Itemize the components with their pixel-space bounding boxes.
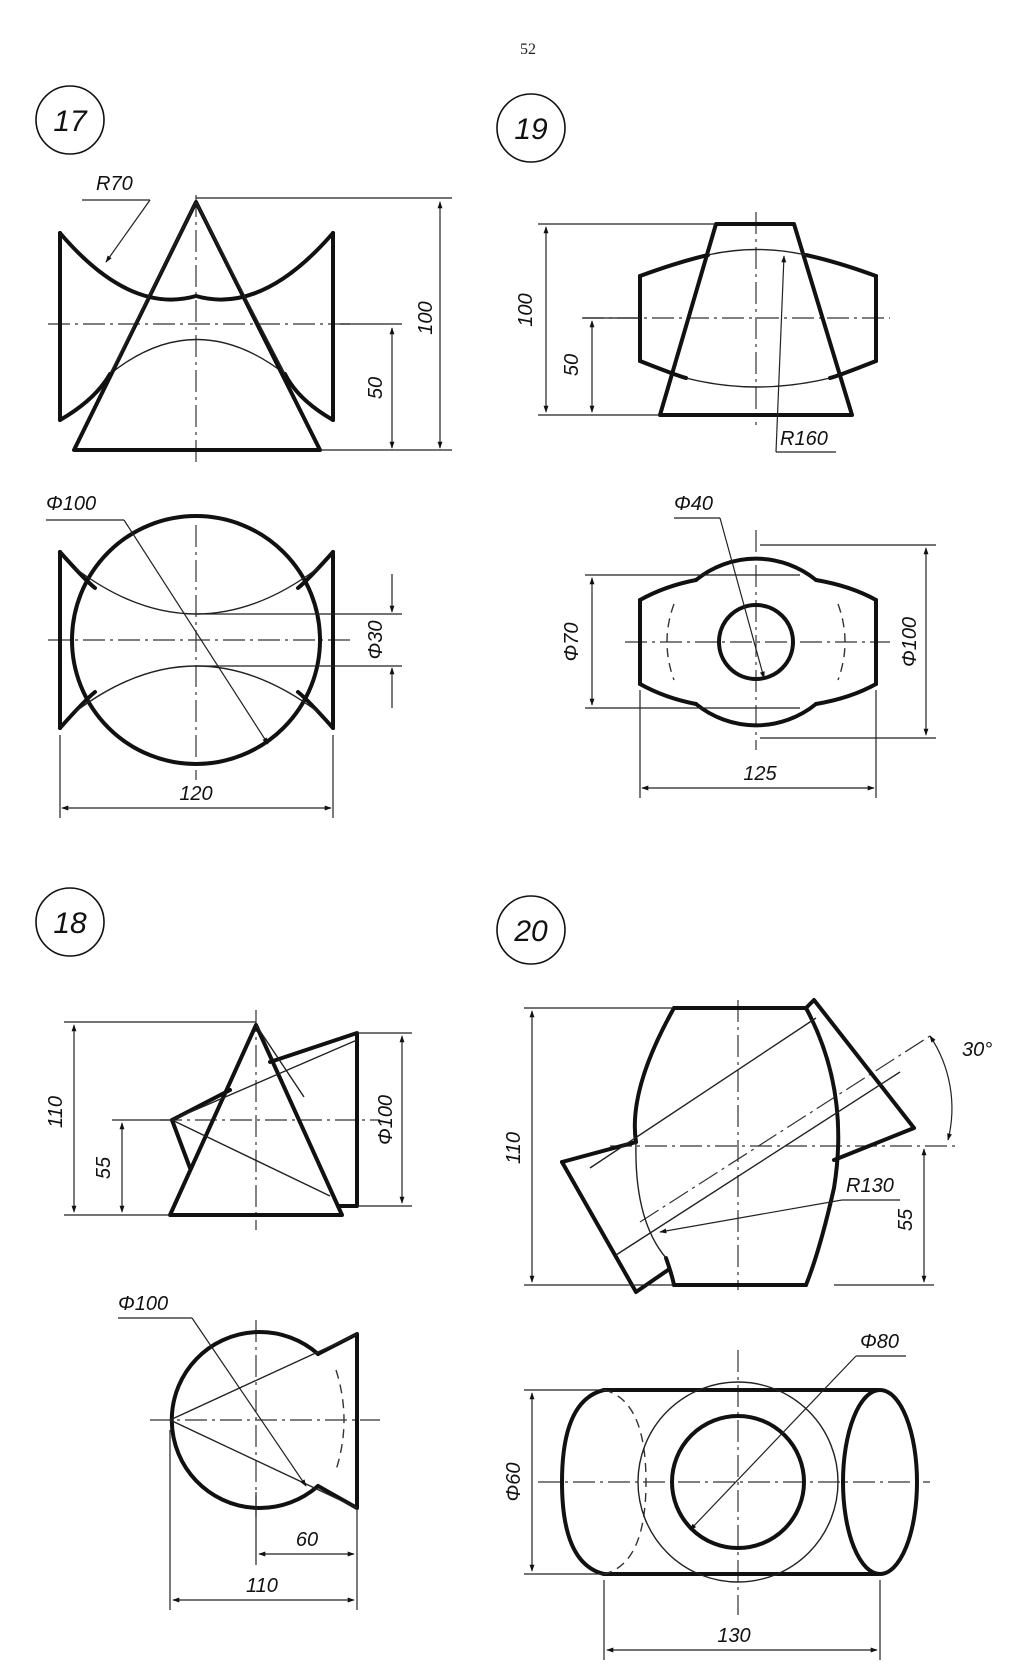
dim-20-r130: R130: [846, 1175, 894, 1197]
dim-18-55: 55: [93, 1156, 115, 1179]
dim-18-phi100-cone: Φ100: [375, 1095, 397, 1145]
dim-18-phi100-sphere: Φ100: [118, 1293, 168, 1315]
problem-19-top-dimensions: Φ40 Φ70 Φ100 125: [561, 493, 936, 798]
dim-19-125: 125: [743, 763, 777, 785]
problem-18-top-view: [150, 1320, 380, 1520]
dim-20-phi80: Φ80: [860, 1331, 899, 1353]
problem-20-number-circle: [496, 895, 566, 965]
problem-19: 19 100 50 R160: [496, 93, 936, 798]
dim-19-phi100: Φ100: [899, 617, 921, 667]
dim-17-phi30: Φ30: [365, 621, 387, 660]
problem-18-number-circle: [35, 887, 105, 957]
problem-19-front-dimensions: 100 50 R160: [515, 223, 836, 453]
problem-20-front-view: [560, 998, 960, 1294]
page-number: 52: [520, 41, 536, 58]
problem-17: 17 R70 100 50: [35, 85, 452, 818]
dim-19-50: 50: [561, 354, 583, 376]
problem-17-top-dimensions: Φ100 Φ30 120: [46, 493, 395, 818]
dim-20-110: 110: [503, 1132, 525, 1164]
dim-20-phi60: Φ60: [503, 1463, 525, 1502]
problem-17-number-circle: [35, 85, 105, 155]
problem-20-top-dimensions: Φ80 Φ60 130: [503, 1331, 906, 1660]
problem-18-number: 18: [53, 907, 87, 940]
problem-19-top-view: [625, 530, 890, 750]
dim-17-50: 50: [365, 377, 387, 399]
problem-17-front-dimensions: R70 100 50: [82, 173, 452, 451]
problem-19-front-view: [582, 212, 890, 425]
dim-17-120: 120: [179, 783, 212, 805]
problem-17-number: 17: [53, 105, 88, 138]
dim-18-110-width: 110: [246, 1575, 278, 1597]
problem-18-top-dimensions: Φ100 60 110: [118, 1293, 358, 1610]
dim-19-100: 100: [515, 293, 537, 326]
dim-18-110: 110: [45, 1096, 67, 1128]
dim-20-55: 55: [895, 1208, 917, 1231]
problem-20: 20 30° 110 55: [496, 895, 992, 1660]
dim-20-130: 130: [717, 1625, 750, 1647]
dim-19-phi70: Φ70: [561, 623, 583, 662]
dim-17-r70: R70: [96, 173, 133, 195]
problem-19-number: 19: [514, 113, 548, 146]
problem-17-top-view: [48, 514, 402, 780]
problem-20-front-dimensions: 30° 110 55 R130: [503, 1007, 992, 1286]
problem-18-front-view: [160, 1010, 380, 1230]
dim-18-60: 60: [296, 1529, 318, 1551]
dim-17-phi100: Φ100: [46, 493, 96, 515]
dim-17-100: 100: [415, 301, 437, 334]
dim-20-30deg: 30°: [962, 1039, 992, 1061]
problem-18-front-dimensions: 110 55 Φ100: [45, 1021, 412, 1216]
problem-18: 18 110 55 Φ100: [35, 887, 412, 1610]
dim-19-phi40: Φ40: [674, 493, 713, 515]
problem-20-number: 20: [513, 915, 548, 948]
problem-20-top-view: [538, 1350, 930, 1615]
problem-17-front-view: [48, 195, 352, 465]
problem-19-number-circle: [496, 93, 566, 163]
dim-19-r160: R160: [780, 428, 828, 450]
